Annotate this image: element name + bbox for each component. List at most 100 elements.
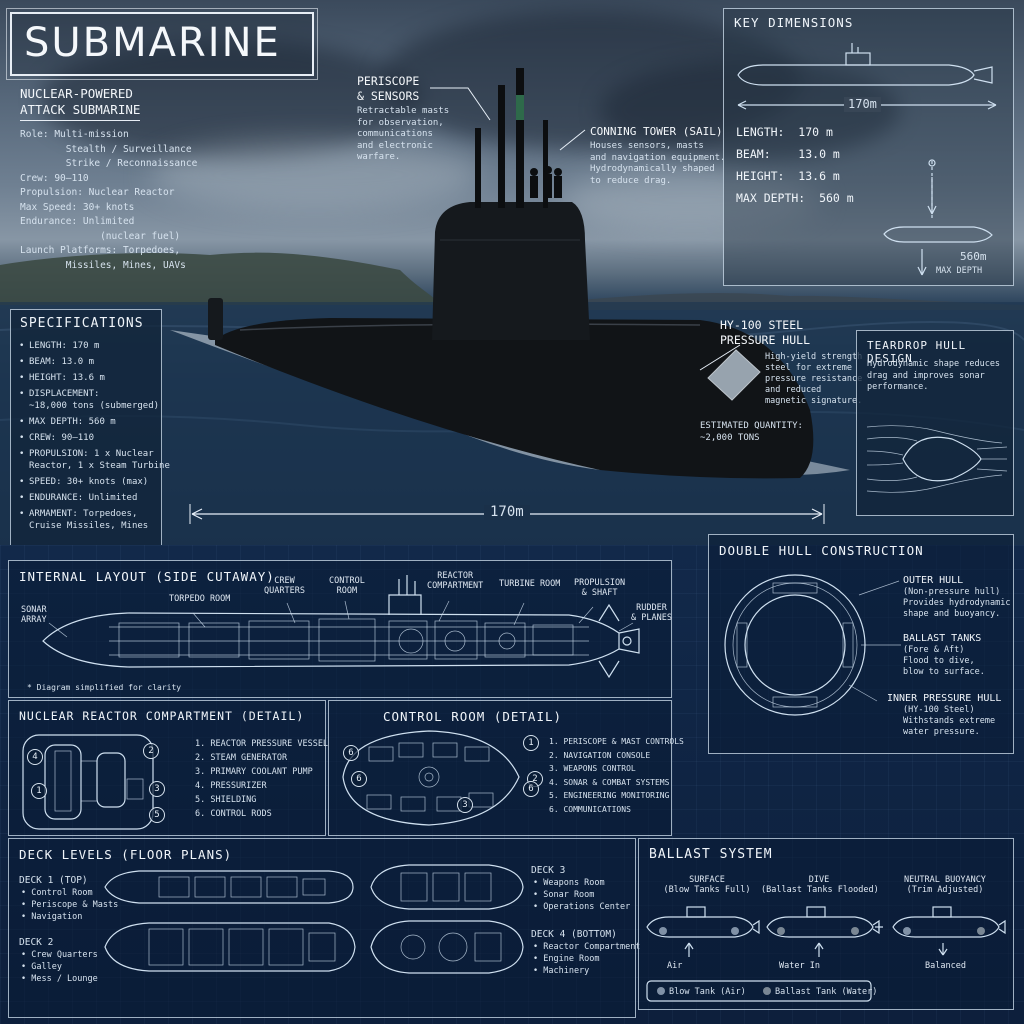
intro-line: (nuclear fuel): [20, 230, 181, 242]
reactor-drawing: [22, 734, 154, 830]
legend-water: Ballast Tank (Water): [775, 987, 878, 997]
surface-caption: Air: [667, 961, 683, 971]
intro-list: Role: Multi-mission Stealth / Surveillan…: [20, 128, 197, 273]
hull-title: HY-100 STEEL PRESSURE HULL: [720, 318, 811, 347]
reactor-item: 5. SHIELDING: [195, 795, 257, 805]
key-dimensions-rows: LENGTH: 170 m BEAM: 13.0 m HEIGHT: 13.6 m M…: [736, 121, 854, 209]
submarine-photo: SUBMARINE NUCLEAR-POWERED ATTACK SUBMARI…: [0, 0, 1024, 545]
bullet-icon: •: [19, 373, 25, 383]
spec-item: SPEED: 30+ knots (max)•: [19, 477, 149, 487]
surface-title: SURFACE (Blow Tanks Full): [663, 875, 751, 895]
control-items: 1. PERISCOPE & MAST CONTROLS 2. NAVIGATIO…: [549, 735, 684, 816]
spec-item: HEIGHT: 13.6 m•: [19, 373, 105, 383]
control-item: 1. PERISCOPE & MAST CONTROLS: [549, 737, 684, 746]
label-crew: CREW QUARTERS: [264, 576, 305, 596]
intro-line: Strike / Reconnaissance: [20, 158, 198, 169]
dive-title: DIVE (Ballast Tanks Flooded): [761, 875, 879, 895]
deck2-items: • Crew Quarters • Galley • Mess / Lounge: [21, 950, 98, 984]
conning-title: CONNING TOWER (SAIL): [590, 125, 723, 138]
deck1-items: • Control Room • Periscope & Masts • Nav…: [21, 888, 119, 922]
intro-line: Max Speed: 30+ knots: [20, 201, 135, 213]
spec-item: LENGTH: 170 m•: [19, 341, 100, 351]
dive-caption: Water In: [779, 961, 820, 971]
ballast-tanks-title: BALLAST TANKS: [903, 633, 982, 644]
deck4-items: • Reactor Compartment • Engine Room • Ma…: [533, 942, 641, 976]
key-dimension-row: LENGTH: 170 m: [736, 125, 833, 139]
deck-plans-drawing: [104, 864, 524, 974]
reactor-item: 3. PRIMARY COOLANT PUMP: [195, 767, 313, 777]
control-item: 2. NAVIGATION CONSOLE: [549, 750, 651, 760]
marker-5: 5: [149, 807, 165, 823]
internal-layout-panel: INTERNAL LAYOUT (SIDE CUTAWAY) SONAR ARR…: [8, 560, 672, 698]
bullet-icon: •: [19, 493, 25, 503]
neutral-caption: Balanced: [925, 961, 966, 971]
label-sonar: SONAR ARRAY: [21, 605, 47, 625]
page-title: SUBMARINE: [24, 20, 281, 66]
cr-marker-3: 3: [457, 797, 473, 813]
marker-4: 4: [27, 749, 43, 765]
length-label: 170m: [484, 505, 530, 520]
reactor-item: 4. PRESSURIZER: [195, 781, 267, 791]
bullet-icon: •: [19, 509, 25, 519]
label-turbine: TURBINE ROOM: [499, 579, 561, 589]
legend-air: Blow Tank (Air): [669, 987, 746, 997]
marker-1: 1: [31, 783, 47, 799]
bullet-icon: •: [19, 477, 25, 487]
reactor-item: 6. CONTROL RODS: [195, 809, 272, 819]
teardrop-drawing: [866, 425, 1008, 493]
spec-item: ENDURANCE: Unlimited•: [19, 493, 138, 503]
ballast-panel: BALLAST SYSTEM SURFACE (Blow Tanks Full)…: [638, 838, 1014, 1010]
label-control: CONTROL ROOM: [329, 576, 365, 596]
control-item: 5. ENGINEERING MONITORING: [549, 791, 670, 800]
intro-line: Launch Platforms: Torpedoes,: [20, 245, 181, 256]
control-item: 4. SONAR & COMBAT SYSTEMS: [549, 777, 670, 787]
spec-item: CREW: 90–110•: [19, 433, 95, 443]
deck1-title: DECK 1 (TOP): [19, 875, 88, 886]
spec-item: BEAM: 13.0 m•: [19, 357, 95, 367]
bullet-icon: •: [19, 341, 25, 351]
spec-item: PROPULSION: 1 x Nuclear Reactor, 1 x Ste…: [19, 449, 170, 471]
bullet-icon: •: [19, 417, 25, 427]
teardrop-panel: TEARDROP HULL DESIGN Hydrodynamic shape …: [856, 330, 1014, 516]
ballast-title: BALLAST SYSTEM: [649, 847, 773, 862]
depth-caption: MAX DEPTH: [936, 266, 983, 276]
label-reactor: REACTOR COMPARTMENT: [427, 571, 484, 591]
bullet-icon: •: [19, 357, 25, 367]
ballast-tanks-text: (Fore & Aft) Flood to dive, blow to surf…: [903, 645, 985, 677]
control-item: 6. COMMUNICATIONS: [549, 804, 631, 814]
periscope-title: PERISCOPE & SENSORS: [357, 74, 420, 103]
ballast-drawing: [646, 906, 1006, 1002]
intro-line: Crew: 90–110: [20, 172, 89, 184]
deck2-title: DECK 2: [19, 937, 54, 948]
spec-item: DISPLACEMENT: ~18,000 tons (submerged)•: [19, 389, 160, 411]
intro-line: Endurance: Unlimited: [20, 216, 135, 227]
label-torpedo: TORPEDO ROOM: [169, 594, 231, 604]
intro-line: Propulsion: Nuclear Reactor: [20, 187, 175, 198]
layout-note: * Diagram simplified for clarity: [27, 683, 182, 692]
label-propulsion: PROPULSION & SHAFT: [574, 578, 626, 598]
key-dimensions-drawing: [737, 43, 997, 276]
key-dimension-row: HEIGHT: 13.6 m: [736, 169, 840, 183]
double-hull-panel: DOUBLE HULL CONSTRUCTION OUTER HULL (Non…: [708, 534, 1014, 754]
deck-levels-title: DECK LEVELS (FLOOR PLANS): [19, 847, 233, 862]
double-hull-title: DOUBLE HULL CONSTRUCTION: [719, 543, 924, 558]
sea-scene: [0, 68, 1024, 545]
key-dimension-row: MAX DEPTH: 560 m: [736, 191, 854, 205]
reactor-item: 2. STEAM GENERATOR: [195, 753, 288, 763]
deck3-items: • Weapons Room • Sonar Room • Operations…: [533, 878, 631, 912]
specifications-title: SPECIFICATIONS: [20, 316, 144, 331]
teardrop-title: TEARDROP HULL DESIGN: [867, 339, 967, 365]
outer-hull-title: OUTER HULL: [903, 575, 964, 586]
intro-line: Stealth / Surveillance: [20, 143, 192, 155]
key-dim-length-arrow: 170m: [844, 97, 881, 112]
key-dimension-row: BEAM: 13.0 m: [736, 147, 840, 161]
double-hull-drawing: [724, 574, 901, 716]
control-room-drawing: [342, 730, 520, 826]
control-detail-panel: CONTROL ROOM (DETAIL) 6 6 1 2 6 3 1. PER…: [328, 700, 684, 836]
internal-layout-drawing: [42, 575, 640, 679]
deck4-title: DECK 4 (BOTTOM): [531, 929, 617, 940]
label-rudder: RUDDER & PLANES: [631, 603, 672, 623]
cr-marker-6c: 6: [523, 781, 539, 797]
